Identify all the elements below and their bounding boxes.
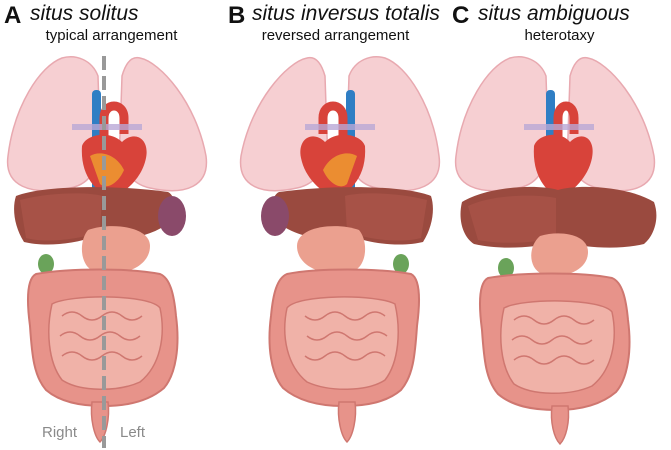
rectum: [337, 401, 357, 444]
anatomy-illustration-heterotaxy: [454, 56, 657, 446]
panel-letter: A: [4, 2, 22, 29]
heart: [533, 134, 593, 198]
panel-title: situs solitus: [30, 2, 139, 25]
aortic-arch: [553, 101, 579, 196]
rectum: [90, 401, 110, 444]
spleen: [261, 196, 289, 236]
small-intestine: [284, 296, 399, 390]
panel-title: situs inversus totalis: [252, 2, 440, 25]
aortic-arch: [318, 101, 348, 196]
left-side-label: Left: [120, 424, 146, 441]
panel-title: situs ambiguous: [478, 2, 630, 25]
right-side-label: Right: [42, 424, 78, 441]
stomach: [81, 226, 150, 274]
small-intestine: [500, 300, 615, 394]
gallbladder: [498, 258, 514, 278]
panel-situs-ambiguous: C situs ambiguous heterotaxy: [448, 0, 671, 450]
panel-subtitle: heterotaxy: [524, 27, 595, 44]
anatomy-illustration-normal: [6, 56, 208, 448]
panel-letter: C: [452, 2, 470, 29]
anatomy-illustration-reversed: [239, 56, 441, 444]
gallbladder: [393, 254, 409, 274]
right-lung: [454, 56, 549, 192]
gallbladder: [38, 254, 54, 274]
panel-subtitle: typical arrangement: [45, 27, 178, 44]
panel-subtitle: reversed arrangement: [261, 27, 410, 44]
panel-situs-solitus: A situs solitus typical arrangement Righ…: [0, 0, 223, 450]
panel-situs-inversus-totalis: B situs inversus totalis reversed arrang…: [224, 0, 447, 450]
stomach: [531, 233, 588, 276]
panel-letter: B: [228, 2, 246, 29]
spleen: [158, 196, 186, 236]
rectum: [550, 405, 570, 446]
stomach: [297, 226, 366, 274]
